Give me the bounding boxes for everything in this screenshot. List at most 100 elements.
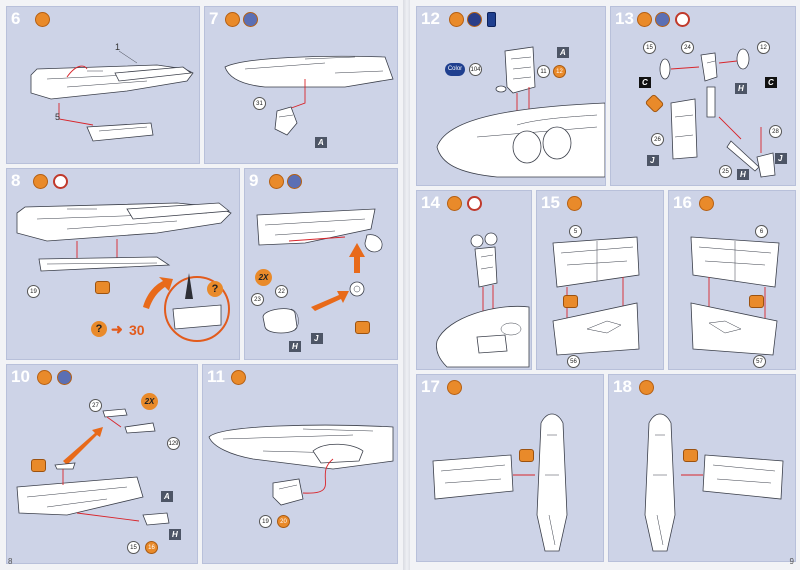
paint-brush-icon	[269, 174, 284, 189]
paint-brush-icon	[699, 196, 714, 211]
paint-brush-icon	[225, 12, 240, 27]
detail-number: 30	[129, 322, 145, 338]
arrow-icon: ➜	[111, 321, 123, 337]
callout-15: 15	[643, 41, 656, 54]
callout-6: 6	[755, 225, 768, 238]
callout-11: 11	[537, 65, 550, 78]
rear-section-drawing	[16, 408, 170, 526]
drying-time-clock-icon	[53, 174, 68, 189]
sprue-tag-A: A	[161, 491, 173, 502]
step-number: 12	[421, 9, 440, 28]
wing-halves-drawing	[690, 236, 780, 356]
paint-pot-icon	[57, 370, 72, 385]
fuselage-drawing	[16, 202, 232, 342]
step-14-panel: 14	[416, 190, 532, 370]
nose-section-drawing	[224, 55, 394, 136]
glue-icon	[563, 295, 578, 308]
question-icon: ?	[207, 281, 223, 297]
step-number: 17	[421, 377, 440, 396]
callout-19: 19	[27, 285, 40, 298]
sprue-tag-H: H	[169, 529, 181, 540]
step-12-panel: 12 Color 104 11 12 A	[416, 6, 606, 186]
quantity-badge: 2X	[141, 393, 158, 410]
glue-icon	[749, 295, 764, 308]
paint-pot-icon	[655, 12, 670, 27]
step-number: 9	[249, 171, 259, 190]
sprue-tag-J: J	[647, 155, 659, 166]
wing-halves-drawing	[552, 236, 640, 356]
callout-16: 16	[145, 541, 158, 554]
drying-time-clock-icon	[467, 196, 482, 211]
step-number: 7	[209, 9, 219, 28]
paint-brush-icon	[37, 370, 52, 385]
paint-brush-icon	[447, 380, 462, 395]
paint-brush-icon	[567, 196, 582, 211]
label-color: Color	[445, 63, 465, 76]
sprue-tag-C: C	[639, 77, 651, 88]
landing-gear-install-drawing	[436, 232, 530, 368]
intake-assembly-drawing	[256, 208, 383, 334]
quantity-badge: 2X	[255, 269, 272, 286]
right-page: 12 Color 104 11 12 A 13	[410, 0, 800, 570]
step-number: 15	[541, 193, 560, 212]
callout-12: 12	[553, 65, 566, 78]
question-icon: ?	[91, 321, 107, 337]
step-number: 16	[673, 193, 692, 212]
callout-31: 31	[253, 97, 266, 110]
glue-tube-icon	[487, 12, 496, 27]
step-number: 13	[615, 9, 634, 28]
callout-24: 24	[681, 41, 694, 54]
sprue-tag-A: A	[557, 47, 569, 58]
paint-brush-icon	[35, 12, 50, 27]
page-number: 9	[789, 557, 794, 566]
callout-56: 56	[567, 355, 580, 368]
engine-nacelle-drawing	[436, 46, 605, 178]
wing-to-fuselage-drawing	[432, 413, 568, 552]
step-number: 14	[421, 193, 440, 212]
step-6-panel: 6 1 5	[6, 6, 200, 164]
step-9-panel: 9 2X 23 22 H J	[244, 168, 398, 360]
wing-to-fuselage-drawing	[644, 413, 784, 552]
page-number: 8	[8, 557, 13, 566]
step-number: 8	[11, 171, 21, 190]
callout-28: 28	[769, 125, 782, 138]
step-number: 18	[613, 377, 632, 396]
sprue-tag-C: C	[765, 77, 777, 88]
step-10-panel: 10 27 129 2X A H 15 16	[6, 364, 198, 564]
glue-icon	[519, 449, 534, 462]
step-17-panel: 17	[416, 374, 604, 562]
callout-5: 5	[54, 112, 60, 122]
sprue-tag-H: H	[737, 169, 749, 180]
callout-129: 129	[167, 437, 180, 450]
drying-time-clock-icon	[675, 12, 690, 27]
nose-section-drawing	[208, 424, 394, 506]
paint-pot-icon	[243, 12, 258, 27]
callout-104: 104	[469, 63, 482, 76]
glue-icon	[355, 321, 370, 334]
step-11-panel: 11 19 20	[202, 364, 398, 564]
paint-brush-icon	[639, 380, 654, 395]
callout-26: 26	[651, 133, 664, 146]
callout-12: 12	[757, 41, 770, 54]
callout-27: 27	[89, 399, 102, 412]
page-fold	[403, 0, 411, 570]
glue-icon	[95, 281, 110, 294]
paint-pot-icon	[467, 12, 482, 27]
fuselage-drawing	[30, 50, 194, 142]
step-13-panel: 13 15 24 12 C H C 26 J 28 25 H J	[610, 6, 796, 186]
landing-gear-drawing	[659, 48, 776, 178]
sprue-tag-J: J	[775, 153, 787, 164]
callout-25: 25	[719, 165, 732, 178]
step-number: 10	[11, 367, 30, 386]
step-18-panel: 18	[608, 374, 796, 562]
sprue-tag-H: H	[735, 83, 747, 94]
callout-20: 20	[277, 515, 290, 528]
sprue-tag-J: J	[311, 333, 323, 344]
paint-brush-icon	[637, 12, 652, 27]
callout-1: 1	[114, 42, 120, 52]
callout-57: 57	[753, 355, 766, 368]
callout-22: 22	[275, 285, 288, 298]
sprue-tag-A: A	[315, 137, 327, 148]
step-16-panel: 16 6 57	[668, 190, 796, 370]
sprue-tag-H: H	[289, 341, 301, 352]
